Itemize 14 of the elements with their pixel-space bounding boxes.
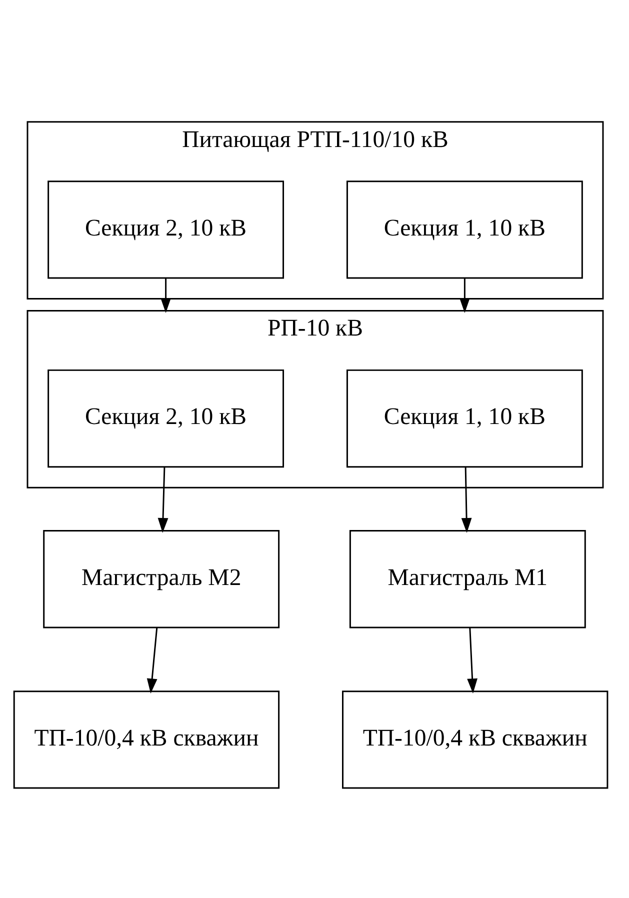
node-box: Магистраль М1 [349, 530, 586, 628]
node-box: Секция 2, 10 кВ [48, 180, 284, 279]
arrow [461, 466, 472, 533]
arrow [160, 278, 171, 313]
node-box: ТП-10/0,4 кВ скважин [13, 690, 280, 789]
node-box: Секция 1, 10 кВ [346, 369, 583, 468]
node-box: Секция 2, 10 кВ [48, 369, 284, 468]
arrow [467, 627, 478, 694]
arrow [158, 466, 168, 533]
arrow [146, 627, 158, 694]
arrow [459, 278, 470, 313]
node-box: Магистраль М2 [43, 530, 280, 628]
node-box: Секция 1, 10 кВ [346, 180, 583, 279]
node-box: ТП-10/0,4 кВ скважин [342, 690, 608, 789]
